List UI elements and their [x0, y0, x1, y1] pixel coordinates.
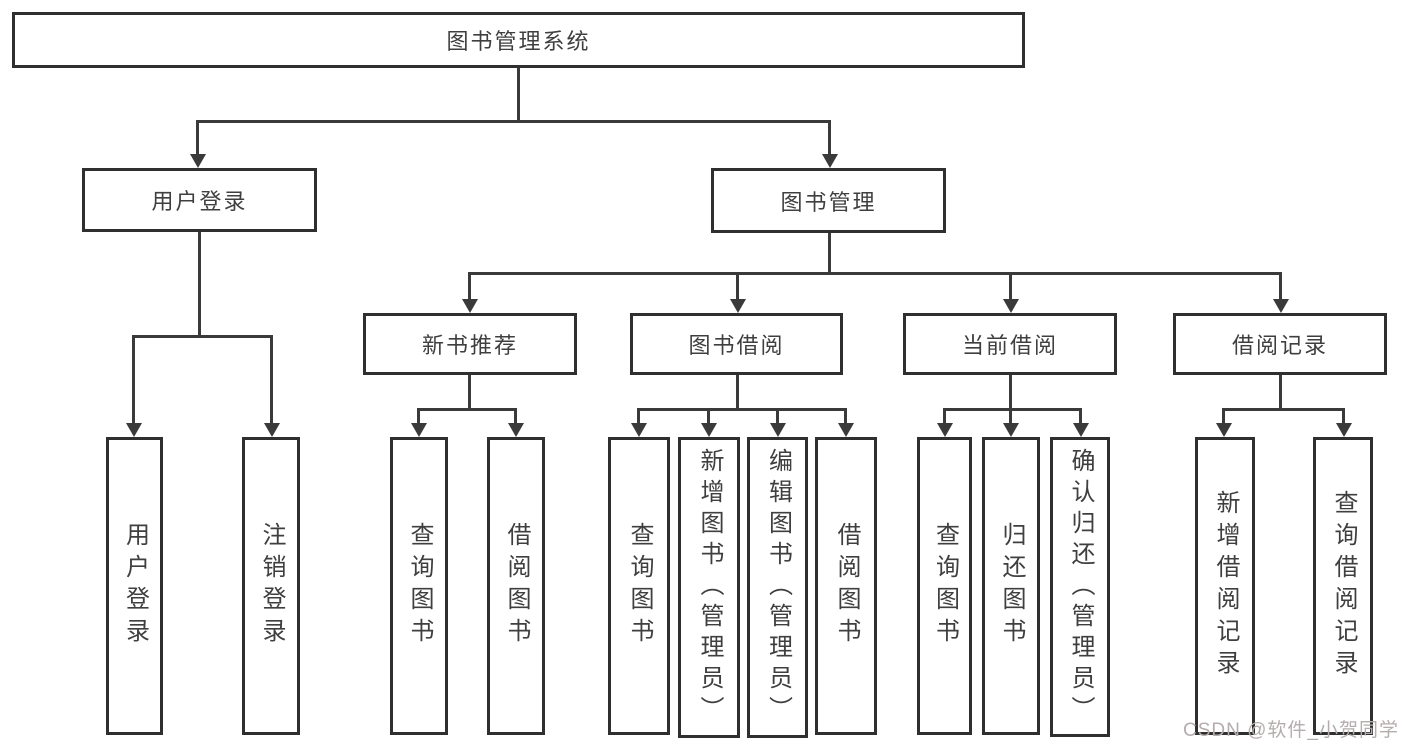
- node-borrow-records: 借阅记录: [1173, 313, 1387, 375]
- arrow-to-current-borrow: [1009, 272, 1012, 299]
- csdn-watermark: CSDN @软件_小贺同学: [1183, 720, 1399, 741]
- node-current-borrow: 当前借阅: [903, 313, 1117, 375]
- node-book-borrow: 图书借阅: [630, 313, 843, 375]
- connector-level3-hline: [470, 272, 1281, 275]
- arrow-to-leaf-add-borrow-record: [1222, 408, 1225, 423]
- node-leaf-user-login: 用户登录: [106, 437, 163, 735]
- arrow-to-leaf-edit-books: [776, 408, 779, 423]
- node-book-management: 图书管理: [711, 168, 946, 233]
- arrow-to-leaf-add-books: [707, 408, 710, 423]
- node-leaf-borrow-books-2: 借阅图书: [815, 437, 877, 735]
- node-leaf-logout: 注销登录: [242, 437, 300, 735]
- arrow-to-leaf-user-login: [132, 335, 135, 423]
- arrow-to-leaf-return-books: [1009, 408, 1012, 423]
- arrow-to-leaf-borrow-books-2: [844, 408, 847, 423]
- arrow-to-leaf-query-books-2: [637, 408, 640, 423]
- node-leaf-query-books-2: 查询图书: [608, 437, 670, 735]
- node-leaf-query-books-1: 查询图书: [390, 437, 448, 735]
- connector-recommend-hline: [419, 408, 516, 411]
- node-leaf-query-borrow-record: 查询借阅记录: [1313, 437, 1373, 735]
- node-leaf-add-borrow-record: 新增借阅记录: [1195, 437, 1255, 735]
- connector-records-vline: [1279, 375, 1282, 408]
- node-leaf-query-books-3: 查询图书: [917, 437, 972, 735]
- connector-level1-hline: [197, 120, 831, 123]
- connector-current-vline: [1009, 375, 1012, 408]
- node-leaf-borrow-books-1: 借阅图书: [487, 437, 545, 735]
- connector-borrow-vline: [736, 375, 739, 408]
- arrow-to-leaf-borrow-books-1: [514, 408, 517, 423]
- node-leaf-return-books: 归还图书: [982, 437, 1040, 735]
- connector-borrow-hline: [639, 408, 846, 411]
- arrow-to-leaf-query-books-3: [943, 408, 946, 423]
- node-new-book-recommend: 新书推荐: [363, 313, 577, 375]
- node-root: 图书管理系统: [12, 12, 1025, 68]
- arrow-to-leaf-confirm-return: [1079, 408, 1082, 423]
- connector-book-mgmt-vline: [828, 233, 831, 272]
- connector-recommend-vline: [468, 375, 471, 408]
- arrow-to-leaf-logout: [270, 335, 273, 423]
- arrow-to-leaf-query-books-1: [417, 408, 420, 423]
- connector-user-login-hline: [134, 335, 272, 338]
- arrow-to-new-book-recommend: [468, 272, 471, 299]
- arrow-to-leaf-query-borrow-record: [1342, 408, 1345, 423]
- node-leaf-add-books-admin: 新增图书（管理员）: [678, 437, 740, 738]
- connector-root-vline: [517, 68, 520, 120]
- connector-user-login-vline: [198, 232, 201, 335]
- arrow-to-book-borrow: [736, 272, 739, 299]
- connector-current-hline: [945, 408, 1081, 411]
- arrow-to-user-login: [196, 120, 199, 154]
- arrow-to-borrow-records: [1279, 272, 1282, 299]
- connector-records-hline: [1224, 408, 1344, 411]
- node-user-login: 用户登录: [82, 168, 317, 232]
- node-leaf-confirm-return-admin: 确认归还（管理员）: [1050, 437, 1110, 737]
- arrow-to-book-management: [828, 120, 831, 154]
- node-leaf-edit-books-admin: 编辑图书（管理员）: [747, 437, 808, 738]
